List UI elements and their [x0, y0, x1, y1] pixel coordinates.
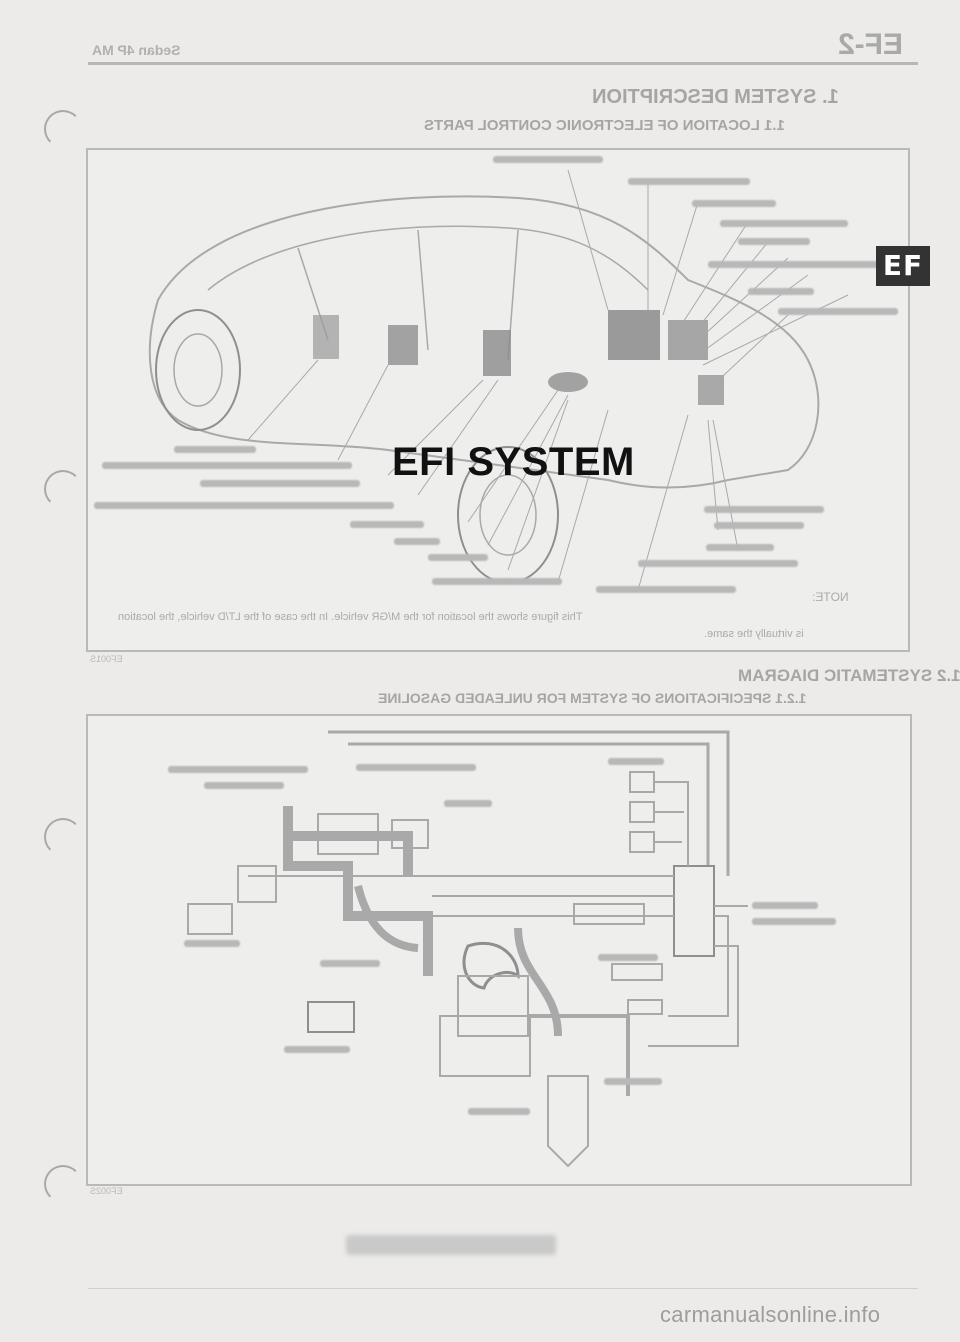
section-title-specifications: 1.2.1 SPECIFICATIONS OF SYSTEM FOR UNLEA…: [378, 690, 807, 706]
header-rule: [88, 62, 918, 65]
watermark: carmanualsonline.info: [660, 1302, 881, 1327]
binder-hole: [44, 470, 82, 508]
figure-ref-2: EF002S: [90, 1186, 123, 1196]
note-line-1: This figure shows the location for the M…: [118, 611, 583, 623]
figure-location-panel: [86, 148, 910, 652]
figure-system-diagram-panel: [86, 714, 912, 1186]
section-title-location: 1.1 LOCATION OF ELECTRONIC CONTROL PARTS: [424, 117, 785, 134]
footer-rule: [88, 1288, 918, 1289]
section-title-system-description: 1. SYSTEM DESCRIPTION: [592, 86, 839, 108]
footer-smudge: [346, 1235, 556, 1255]
header-model-text: Sedan 4P MA: [92, 42, 181, 58]
note-line-2: is virtually the same.: [704, 628, 804, 640]
section-title-systematic-diagram: 1.2 SYSTEMATIC DIAGRAM: [738, 666, 960, 685]
efi-system-title: EFI SYSTEM: [392, 440, 635, 484]
section-tab-badge: EF: [876, 246, 930, 286]
system-schematic-drawing: [187, 730, 748, 1168]
binder-hole: [44, 818, 82, 856]
car-location-drawing: [148, 169, 849, 591]
binder-hole: [44, 110, 82, 148]
header-page-ref: EF-2: [838, 28, 904, 61]
binder-hole: [44, 1165, 82, 1203]
note-heading: NOTE:: [812, 590, 849, 604]
figure-ref-1: EF001S: [90, 654, 123, 664]
